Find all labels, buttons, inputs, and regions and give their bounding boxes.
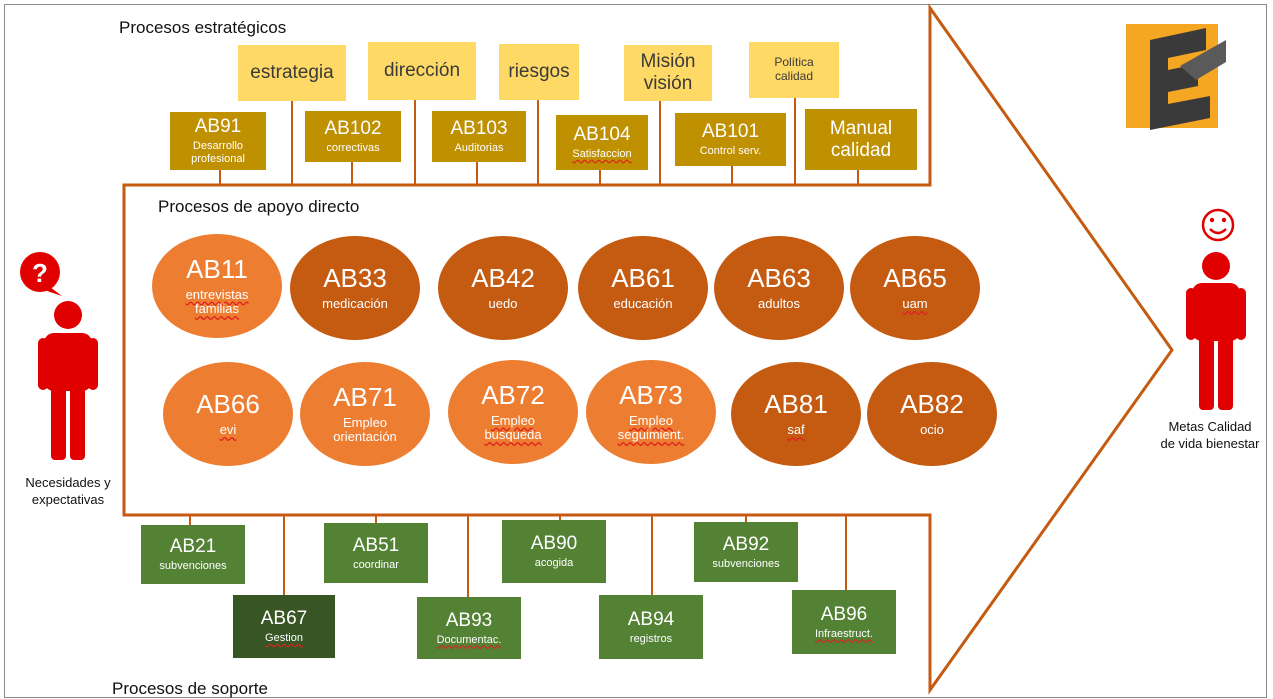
process-code: AB81	[764, 389, 828, 420]
process-code: AB90	[530, 533, 578, 555]
process-label: Empleo orientación	[333, 414, 397, 445]
process-ab94[interactable]: AB94 registros	[599, 595, 703, 659]
process-label: Empleo seguimient.	[617, 412, 685, 443]
strategic-processes-title: Procesos estratégicos	[119, 18, 287, 37]
process-ab67[interactable]: AB67 Gestion	[233, 595, 335, 658]
process-label: saf	[787, 421, 805, 437]
process-ab81[interactable]: AB81 saf	[731, 362, 861, 466]
process-code: Manual	[829, 117, 893, 139]
process-label: entrevistas familias	[185, 286, 249, 317]
process-label: Gestion	[265, 632, 303, 645]
process-ab93[interactable]: AB93 Documentac.	[417, 597, 521, 659]
process-label: Auditorias	[454, 142, 504, 155]
process-ab33[interactable]: AB33 medicación	[290, 236, 420, 340]
process-code: AB96	[820, 603, 868, 625]
support-processes-title: Procesos de soporte	[112, 679, 268, 698]
topic-label: estrategia	[250, 62, 334, 84]
process-label: calidad	[830, 139, 892, 161]
topic-direccion[interactable]: dirección	[368, 42, 476, 100]
topic-label: dirección	[383, 60, 461, 82]
process-label: registros	[629, 632, 673, 645]
process-label: Empleo busqueda	[484, 412, 542, 443]
process-label: correctivas	[326, 142, 380, 155]
process-code: AB66	[196, 389, 260, 420]
process-code: AB101	[701, 121, 760, 143]
needs-caption: Necesidades y expectativas	[25, 475, 111, 507]
process-ab21[interactable]: AB21 subvenciones	[141, 525, 245, 584]
process-manual-calidad[interactable]: Manual calidad	[805, 109, 917, 170]
topic-mision-vision[interactable]: Misión visión	[624, 45, 712, 101]
goals-caption: Metas Calidad de vida bienestar	[1160, 419, 1260, 451]
process-label: coordinar	[353, 558, 399, 571]
process-ab42[interactable]: AB42 uedo	[438, 236, 568, 340]
process-ab96[interactable]: AB96 Infraestruct.	[792, 590, 896, 654]
process-ab65[interactable]: AB65 uam	[850, 236, 980, 340]
process-code: AB94	[627, 608, 675, 630]
process-ab101[interactable]: AB101 Control serv.	[675, 113, 786, 166]
process-code: AB102	[324, 118, 382, 140]
process-label: ocio	[920, 421, 944, 437]
process-label: Infraestruct.	[814, 627, 874, 640]
process-ab61[interactable]: AB61 educación	[578, 236, 708, 340]
process-code: AB103	[450, 118, 508, 140]
process-ab63[interactable]: AB63 adultos	[714, 236, 844, 340]
topic-label: Política calidad	[774, 55, 814, 83]
process-code: AB33	[323, 263, 387, 294]
process-code: AB82	[900, 389, 964, 420]
process-ab92[interactable]: AB92 subvenciones	[694, 522, 798, 582]
process-ab72[interactable]: AB72 Empleo busqueda	[448, 360, 578, 464]
process-ab82[interactable]: AB82 ocio	[867, 362, 997, 466]
process-label: medicación	[322, 295, 388, 311]
process-label: subvenciones	[159, 560, 227, 573]
process-code: AB93	[445, 609, 493, 631]
process-code: AB92	[722, 533, 770, 555]
process-code: AB73	[619, 379, 683, 410]
process-code: AB72	[481, 379, 545, 410]
process-label: Control serv.	[699, 145, 762, 158]
process-code: AB21	[169, 536, 217, 558]
process-ab103[interactable]: AB103 Auditorias	[432, 111, 526, 162]
process-ab91[interactable]: AB91 Desarrollo profesional	[170, 112, 266, 170]
process-label: adultos	[758, 295, 800, 311]
process-label: subvenciones	[712, 557, 780, 570]
process-code: AB67	[260, 608, 308, 630]
process-label: educación	[613, 295, 673, 311]
process-ab102[interactable]: AB102 correctivas	[305, 111, 401, 162]
process-code: AB104	[573, 124, 631, 146]
process-code: AB42	[471, 263, 535, 294]
process-code: AB63	[747, 263, 811, 294]
process-code: AB11	[186, 253, 248, 284]
topic-politica-calidad[interactable]: Política calidad	[749, 42, 839, 98]
process-ab73[interactable]: AB73 Empleo seguimient.	[586, 360, 716, 464]
process-label: acogida	[534, 557, 574, 570]
process-code: AB71	[333, 381, 397, 412]
process-ab66[interactable]: AB66 evi	[163, 362, 293, 466]
process-ab71[interactable]: AB71 Empleo orientación	[300, 362, 430, 466]
topic-label: Misión visión	[640, 51, 696, 94]
process-label: Satisfaccion	[572, 148, 632, 161]
direct-support-title: Procesos de apoyo directo	[158, 197, 360, 216]
process-label: uam	[902, 295, 928, 311]
process-code: AB65	[883, 263, 947, 294]
topic-estrategia[interactable]: estrategia	[238, 45, 346, 101]
topic-label: riesgos	[508, 61, 570, 83]
process-code: AB61	[611, 263, 675, 294]
process-label: Desarrollo profesional	[191, 140, 245, 165]
topic-riesgos[interactable]: riesgos	[499, 44, 579, 100]
process-label: uedo	[488, 295, 518, 311]
process-code: AB91	[194, 116, 242, 138]
process-code: AB51	[352, 534, 400, 556]
process-label: Documentac.	[436, 633, 502, 646]
process-ab11[interactable]: AB11 entrevistas familias	[152, 234, 282, 338]
process-label: evi	[219, 421, 237, 437]
process-ab51[interactable]: AB51 coordinar	[324, 523, 428, 583]
process-ab104[interactable]: AB104 Satisfaccion	[556, 115, 648, 170]
process-ab90[interactable]: AB90 acogida	[502, 520, 606, 583]
